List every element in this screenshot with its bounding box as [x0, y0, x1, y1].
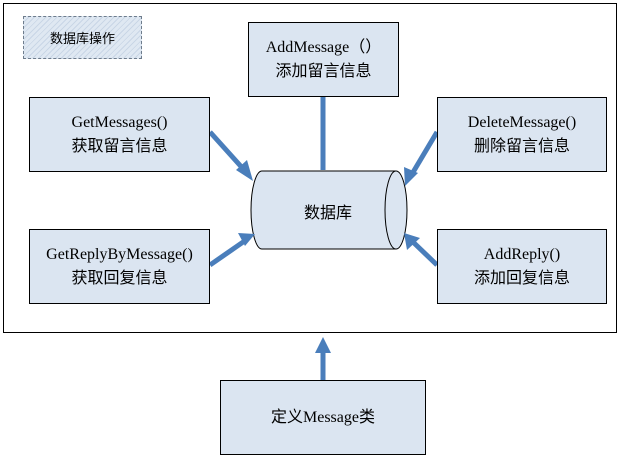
delete-message-desc: 删除留言信息	[473, 137, 570, 155]
arrowhead-add-reply	[404, 233, 420, 250]
delete-message-box: DeleteMessage() 删除留言信息	[437, 97, 607, 172]
arrowhead-define-message-class	[315, 337, 331, 353]
get-messages-desc: 获取留言信息	[71, 137, 168, 155]
add-message-desc: 添加留言信息	[275, 62, 372, 80]
delete-message-method: DeleteMessage()	[467, 113, 577, 131]
add-reply-method: AddReply()	[483, 245, 561, 263]
database-cylinder	[250, 170, 408, 250]
arrow-delete-message	[409, 130, 440, 176]
arrowhead-get-messages	[236, 160, 253, 181]
arrow-get-messages	[208, 130, 248, 174]
arrowhead-get-reply-by-message	[238, 233, 255, 246]
arrow-add-reply	[411, 240, 439, 267]
arrow-get-reply-by-message	[208, 237, 248, 268]
add-message-box: AddMessage（） 添加留言信息	[248, 22, 399, 97]
get-reply-by-message-box: GetReplyByMessage() 获取回复信息	[29, 229, 210, 304]
get-messages-method: GetMessages()	[71, 113, 168, 131]
add-reply-desc: 添加回复信息	[473, 269, 570, 287]
get-reply-by-message-desc: 获取回复信息	[71, 269, 168, 287]
add-message-method: AddMessage（）	[265, 38, 382, 56]
arrowhead-delete-message	[404, 167, 418, 186]
define-message-class-label: 定义Message类	[271, 408, 375, 426]
get-messages-box: GetMessages() 获取留言信息	[29, 97, 210, 172]
define-message-class-box: 定义Message类	[220, 380, 426, 455]
add-reply-box: AddReply() 添加回复信息	[437, 229, 607, 304]
legend-tag: 数据库操作	[23, 16, 142, 59]
database-label: 数据库	[303, 205, 352, 222]
get-reply-by-message-method: GetReplyByMessage()	[46, 245, 193, 263]
